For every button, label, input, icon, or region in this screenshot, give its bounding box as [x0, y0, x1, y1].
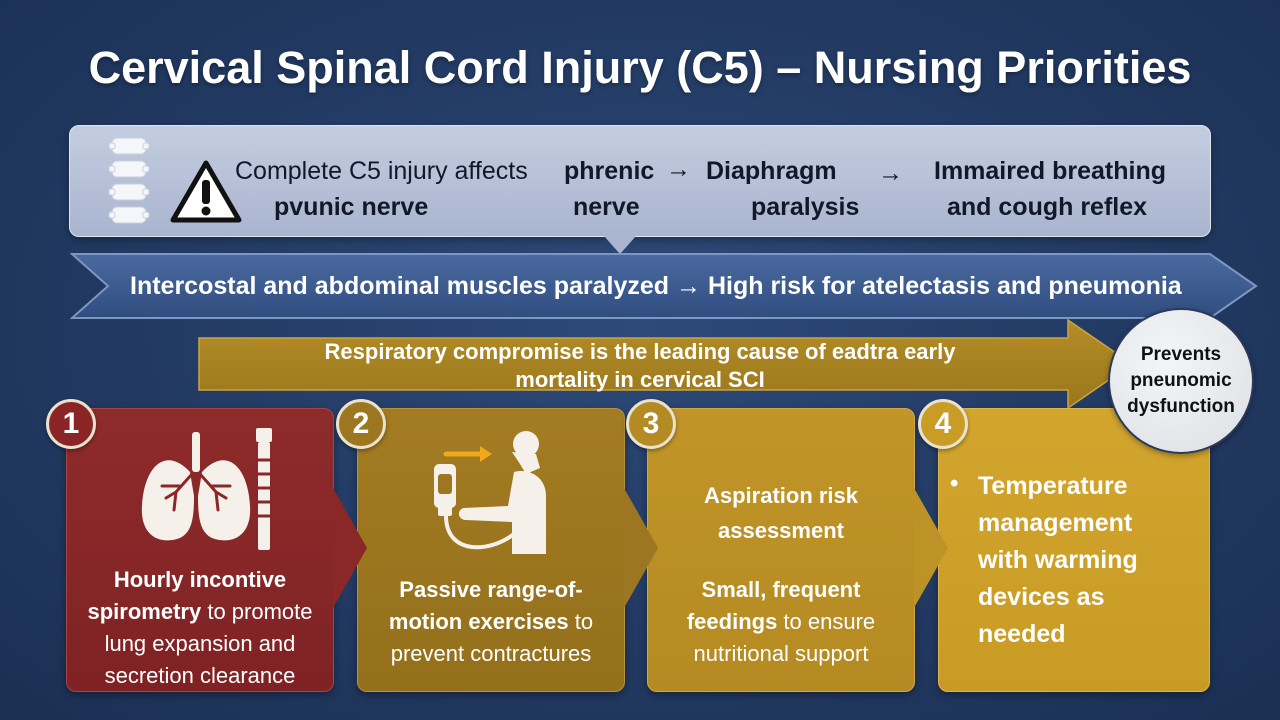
banner-cough-text: and cough reflex	[947, 193, 1148, 221]
banner-nerve-text: pvunic nerve	[274, 193, 429, 221]
step-1-line-4: secretion clearance	[104, 663, 296, 688]
spine-vertebrae-icon	[108, 137, 150, 224]
step-3-heading-2: assessment	[718, 518, 844, 543]
step-4-bullet: •	[950, 470, 959, 497]
step-4-line-5: needed	[978, 620, 1066, 648]
step-number-2: 2	[336, 399, 386, 449]
step-4-line-1: Temperature	[978, 472, 1128, 500]
step-3-line-1: Small, frequent	[701, 577, 861, 602]
step-card-4	[938, 408, 1210, 692]
step-number-3: 3	[626, 399, 676, 449]
person-spirometer-icon	[434, 431, 546, 554]
step-3-rest-2: to ensure	[777, 609, 876, 634]
step-card-2	[357, 408, 625, 692]
step-number-4: 4	[918, 399, 968, 449]
mortality-statement: Respiratory compromise is the leading ca…	[280, 338, 1000, 394]
step-4-text: Temperature management with warming devi…	[978, 468, 1228, 653]
callout-line-2: pneunomic	[1130, 370, 1232, 391]
step-3-text: Small, frequent feedings to ensure nutri…	[647, 574, 915, 670]
banner-arrow-1: →	[666, 155, 691, 183]
chevron-right-icon	[333, 488, 367, 608]
banner-phrenic-text: phrenic	[564, 157, 655, 185]
banner-injury-text: Complete C5 injury affects	[235, 157, 528, 185]
step-2-rest-2: to	[568, 609, 594, 634]
step-2-line-1: Passive range-of-	[399, 577, 583, 602]
mortality-arrow-band	[198, 318, 1134, 410]
step-3-bold-2: feedings	[686, 609, 778, 634]
step-1-rest-2: to promote	[201, 599, 313, 624]
banner-diaphragm-text: Diaphragm	[706, 157, 837, 185]
banner-breathing-text: Immaired breathing	[934, 157, 1166, 185]
step-1-bold-2: spirometry	[87, 599, 202, 624]
banner-pointer	[604, 236, 636, 254]
risk-statement: Intercostal and abdominal muscles paraly…	[130, 272, 1182, 300]
callout-line-1: Prevents	[1140, 344, 1222, 365]
step-3-heading-1: Aspiration risk	[703, 483, 859, 508]
step-3-heading: Aspiration risk assessment	[647, 478, 915, 548]
step-1-text: Hourly incontive spirometry to promote l…	[66, 564, 334, 692]
step-1-line-3: lung expansion and	[104, 631, 296, 656]
step-card-3	[647, 408, 915, 692]
step-2-bold-2: motion exercises	[388, 609, 569, 634]
chevron-right-icon	[914, 488, 948, 608]
warning-triangle-icon	[170, 160, 242, 223]
step-2-text: Passive range-of- motion exercises to pr…	[357, 574, 625, 670]
step-2-line-3: prevent contractures	[390, 641, 592, 666]
callout-line-3: dysfunction	[1127, 396, 1235, 417]
step-4-line-4: devices as	[978, 583, 1105, 611]
prevents-callout: Prevents pneunomic dysfunction	[1108, 308, 1254, 454]
banner-paralysis-text: paralysis	[751, 193, 860, 221]
info-banner: Complete C5 injury affects pvunic nerve …	[69, 125, 1211, 237]
banner-phrenic-nerve-text: nerve	[573, 193, 640, 221]
lungs-spirometer-icon	[141, 428, 272, 550]
page-title: Cervical Spinal Cord Injury (C5) – Nursi…	[88, 42, 1192, 93]
step-1-line-1: Hourly incontive	[113, 567, 287, 592]
banner-arrow-2: →	[878, 159, 903, 187]
step-4-line-2: management	[978, 509, 1133, 537]
chevron-right-icon	[624, 488, 658, 608]
step-4-line-3: with warming	[978, 546, 1138, 574]
mortality-line-2: mortality in cervical SCI	[515, 367, 765, 392]
mortality-line-1: Respiratory compromise is the leading ca…	[324, 339, 956, 364]
step-number-1: 1	[46, 399, 96, 449]
step-3-line-3: nutritional support	[693, 641, 869, 666]
